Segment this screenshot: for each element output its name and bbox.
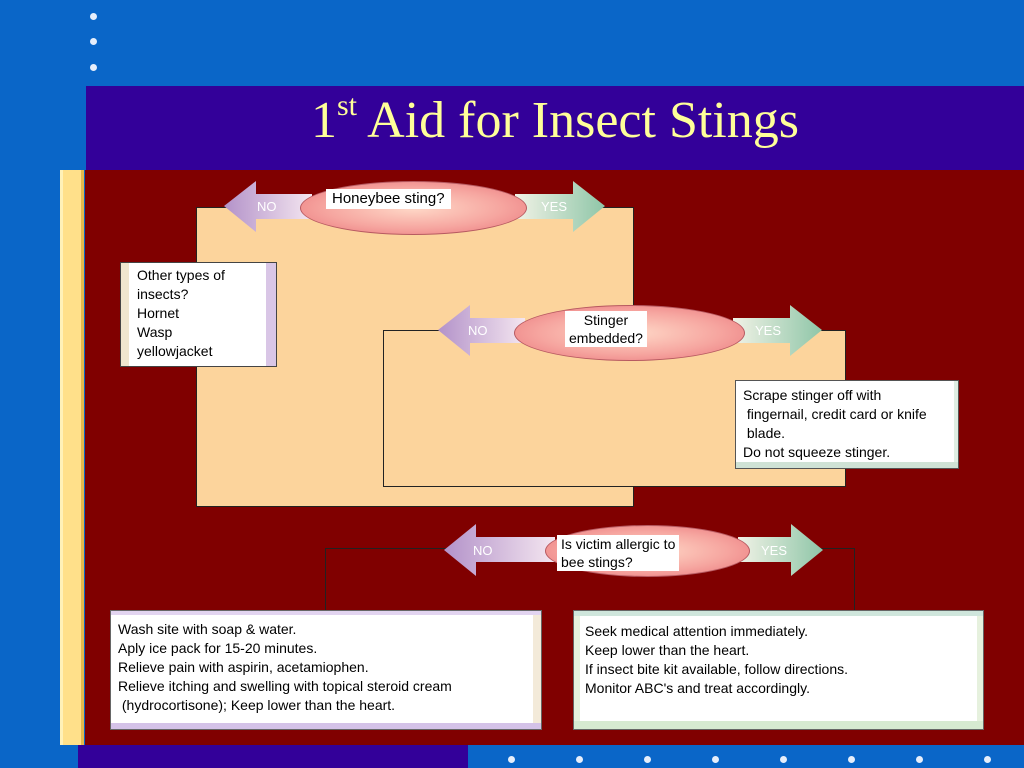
q3-yes-label: YES [761, 543, 788, 558]
q1-yes-label: YES [541, 199, 568, 214]
slide-title: 1st Aid for Insect Stings [86, 86, 1024, 156]
decor-dot [848, 756, 855, 763]
other-insects-box: Other types of insects? Hornet Wasp yell… [120, 262, 277, 367]
decision-allergic-label: Is victim allergic to bee stings? [557, 535, 680, 571]
decor-dot [90, 38, 97, 45]
non-allergic-care-box: Wash site with soap & water. Aply ice pa… [110, 610, 542, 730]
allergic-care-box: Seek medical attention immediately. Keep… [573, 610, 984, 730]
title-band [86, 86, 1024, 170]
arrow-no-q2 [438, 305, 525, 356]
arrow-no-q3 [444, 524, 555, 576]
non-allergic-care-text: Wash site with soap & water. Aply ice pa… [118, 621, 452, 713]
decor-dot [916, 756, 923, 763]
decor-dot [780, 756, 787, 763]
decor-dot [90, 13, 97, 20]
left-accent-bar [60, 170, 84, 745]
decor-dot [90, 64, 97, 71]
other-insects-text: Other types of insects? Hornet Wasp yell… [137, 267, 225, 359]
arrow-yes-q1 [515, 181, 605, 232]
scrape-stinger-text: Scrape stinger off with fingernail, cred… [743, 387, 927, 460]
title-text: Aid for Insect Stings [357, 92, 799, 149]
connector-line [818, 548, 855, 549]
connector-line [854, 548, 855, 611]
decor-dot [984, 756, 991, 763]
decor-dot [712, 756, 719, 763]
connector-line [325, 548, 326, 611]
q3-no-label: NO [473, 543, 493, 558]
decor-dot [644, 756, 651, 763]
scrape-stinger-box: Scrape stinger off with fingernail, cred… [735, 380, 959, 469]
arrow-no-q1 [224, 181, 312, 232]
decor-dot [508, 756, 515, 763]
q1-no-label: NO [257, 199, 277, 214]
decor-dot [576, 756, 583, 763]
title-superscript: st [337, 89, 358, 122]
bottom-band [78, 745, 468, 768]
decision-honeybee-label: Honeybee sting? [326, 189, 451, 209]
title-prefix: 1 [311, 92, 337, 149]
decision-stinger-label: Stinger embedded? [565, 311, 647, 347]
q2-yes-label: YES [755, 323, 782, 338]
q2-no-label: NO [468, 323, 488, 338]
arrow-yes-q2 [733, 305, 822, 356]
allergic-care-text: Seek medical attention immediately. Keep… [585, 623, 849, 696]
arrow-yes-q3 [738, 524, 823, 576]
connector-line [325, 548, 450, 549]
